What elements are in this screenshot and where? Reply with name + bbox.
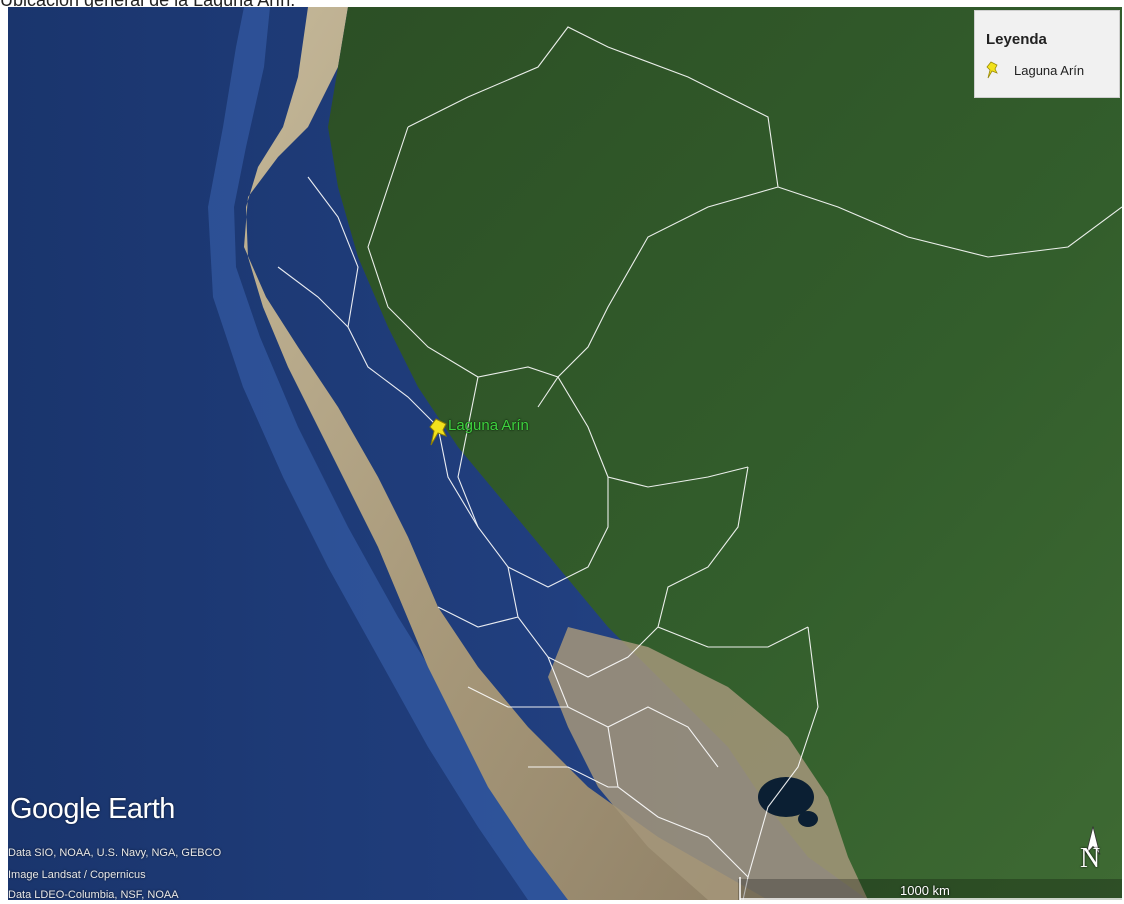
scale-bar [738,877,1122,900]
google-earth-logo: Google Earth [10,793,175,825]
figure-caption: Ubicación general de la Laguna Arín. [0,0,296,10]
marker-label[interactable]: Laguna Arín [448,417,529,434]
andes-desert [244,7,768,900]
legend-panel: Leyenda Laguna Arín [974,10,1120,98]
terrain-layer [8,7,1122,900]
north-letter: N [1080,843,1101,874]
continental-shelf [208,7,588,900]
department-borders [277,26,1122,900]
yellow-pushpin-icon [986,61,998,79]
lake-titicaca-south [798,811,818,827]
altiplano-highlands [548,627,868,900]
satellite-map[interactable]: Leyenda Laguna Arín Laguna Arín Google E… [8,7,1122,900]
legend-item-label: Laguna Arín [1014,62,1085,78]
scale-label: 1000 km [900,883,950,898]
lake-titicaca [758,777,814,817]
credit-line: Image Landsat / Copernicus [8,869,146,881]
credit-line: Data LDEO-Columbia, NSF, NOAA [8,889,179,900]
amazon-forest [328,7,1122,900]
legend-item-laguna-arin[interactable]: Laguna Arín [986,61,1084,79]
north-arrow-icon [1085,826,1101,855]
yellow-pushpin-icon[interactable] [428,417,450,447]
credit-line: Data SIO, NOAA, U.S. Navy, NGA, GEBCO [8,847,222,859]
legend-title: Leyenda [986,31,1047,48]
